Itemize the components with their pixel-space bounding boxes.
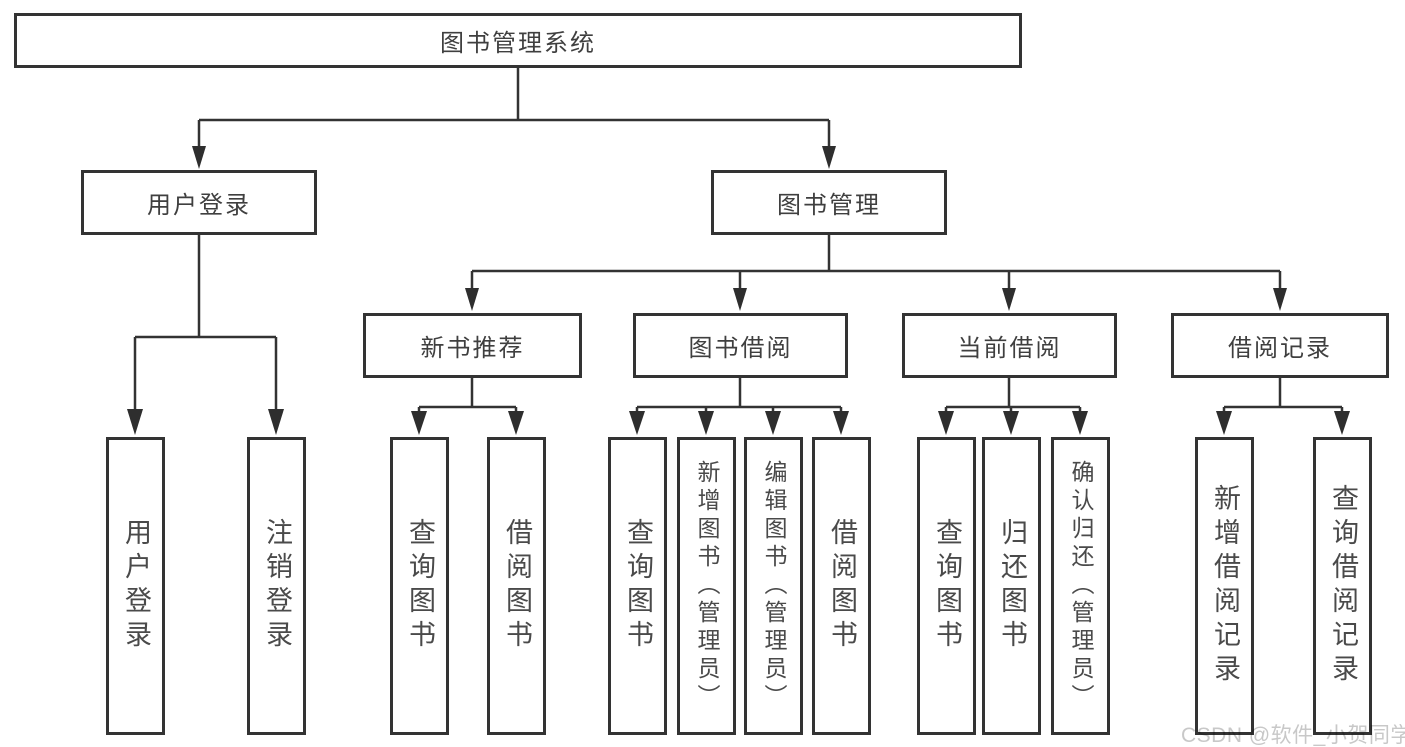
node-user-login: 用户登录 [81, 170, 317, 235]
leaf-borrow-edit-books-admin: 编辑图书（管理员） [744, 437, 803, 735]
leaf-label: 新增借阅记录 [1210, 484, 1240, 688]
leaf-label: 确认归还（管理员） [1068, 460, 1094, 712]
leaf-label: 查询图书 [623, 518, 653, 654]
leaf-label: 借阅图书 [502, 518, 532, 654]
leaf-newrec-query-books: 查询图书 [390, 437, 449, 735]
leaf-user-login: 用户登录 [106, 437, 165, 735]
leaf-borrow-borrow-books: 借阅图书 [812, 437, 871, 735]
leaf-current-return-books: 归还图书 [982, 437, 1041, 735]
node-new-book-recommend: 新书推荐 [363, 313, 582, 378]
node-root-system: 图书管理系统 [14, 13, 1022, 68]
leaf-label: 注销登录 [262, 518, 292, 654]
leaf-current-confirm-return-admin: 确认归还（管理员） [1051, 437, 1110, 735]
leaf-current-query-books: 查询图书 [917, 437, 976, 735]
node-book-management: 图书管理 [711, 170, 947, 235]
leaf-label: 归还图书 [997, 518, 1027, 654]
leaf-logout: 注销登录 [247, 437, 306, 735]
leaf-label: 新增图书（管理员） [694, 460, 720, 712]
arrowheads [127, 146, 1350, 435]
leaf-label: 查询借阅记录 [1328, 484, 1358, 688]
leaf-label: 借阅图书 [827, 518, 857, 654]
leaf-label: 查询图书 [405, 518, 435, 654]
leaf-borrow-query-books: 查询图书 [608, 437, 667, 735]
leaf-records-add-record: 新增借阅记录 [1195, 437, 1254, 735]
leaf-label: 编辑图书（管理员） [761, 460, 787, 712]
node-current-borrow: 当前借阅 [902, 313, 1117, 378]
leaf-records-query-record: 查询借阅记录 [1313, 437, 1372, 735]
node-borrow-records: 借阅记录 [1171, 313, 1389, 378]
leaf-borrow-add-books-admin: 新增图书（管理员） [677, 437, 736, 735]
leaf-label: 用户登录 [121, 518, 151, 654]
leaf-label: 查询图书 [932, 518, 962, 654]
csdn-watermark: CSDN @软件_小贺同学 [1181, 724, 1405, 747]
leaf-newrec-borrow-books: 借阅图书 [487, 437, 546, 735]
node-book-borrow: 图书借阅 [633, 313, 848, 378]
